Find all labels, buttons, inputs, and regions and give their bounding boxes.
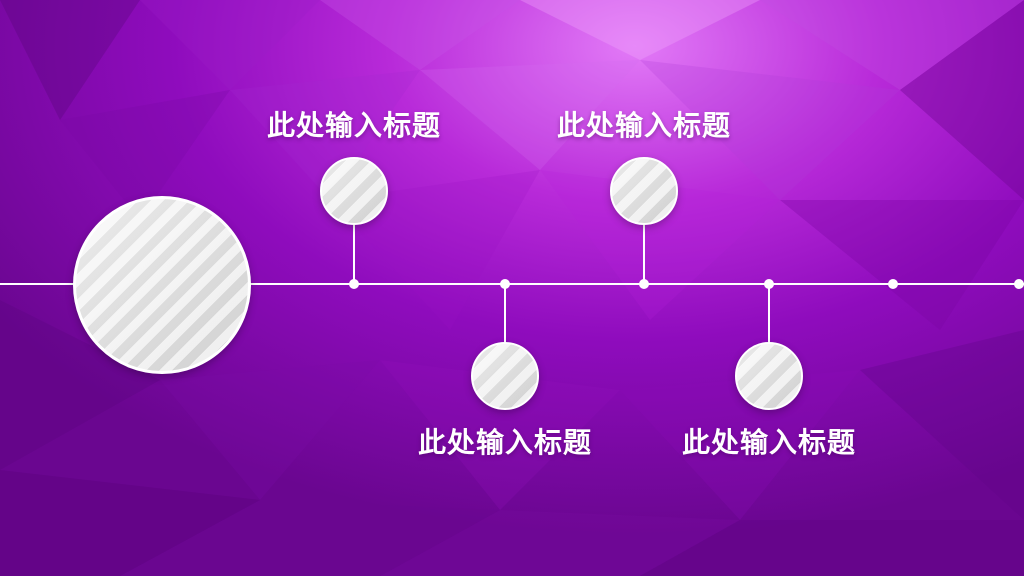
timeline-node-3-circle bbox=[610, 157, 678, 225]
timeline-node-4-circle bbox=[735, 342, 803, 410]
timeline-line bbox=[0, 283, 1024, 285]
timeline-node-4-title: 此处输入标题 bbox=[681, 426, 857, 459]
timeline-end-dot-1 bbox=[888, 279, 898, 289]
timeline-node-2-title: 此处输入标题 bbox=[417, 426, 593, 459]
timeline-end-dot-2 bbox=[1014, 279, 1024, 289]
timeline-node-3-dot bbox=[639, 279, 649, 289]
timeline-node-4-stem bbox=[768, 284, 770, 344]
timeline-node-1-stem bbox=[353, 225, 355, 284]
timeline-node-1-dot bbox=[349, 279, 359, 289]
timeline-node-1-circle bbox=[320, 157, 388, 225]
timeline-node-3-title: 此处输入标题 bbox=[556, 109, 732, 142]
timeline-node-3-stem bbox=[643, 225, 645, 284]
main-circle bbox=[73, 196, 251, 374]
timeline-node-2-circle bbox=[471, 342, 539, 410]
timeline-node-1-title: 此处输入标题 bbox=[266, 109, 442, 142]
timeline-node-2-stem bbox=[504, 284, 506, 344]
